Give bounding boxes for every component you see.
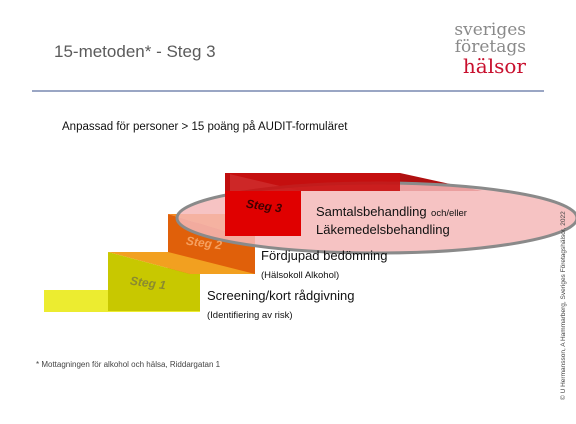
step-1-top xyxy=(108,252,255,274)
logo-line-2: företags xyxy=(454,37,526,57)
step-3-main-suffix: och/eller xyxy=(431,208,467,219)
step-2-main-text: Fördjupad bedömning xyxy=(261,248,388,263)
step-3-description: Samtalsbehandling och/eller Läkemedelsbe… xyxy=(316,203,467,239)
copyright-notice: © U Hermansson, A Hammarberg, Sveriges F… xyxy=(560,211,567,400)
step-3-top-over xyxy=(225,173,400,191)
step-2-description: Fördjupad bedömning (Hälsokoll Alkohol) xyxy=(261,247,387,283)
step-1-main-text: Screening/kort rådgivning xyxy=(207,288,355,303)
company-logo: sveriges företags hälsor xyxy=(446,22,526,84)
step-1-detail-text: (Identifiering av risk) xyxy=(207,310,293,321)
footnote: * Mottagningen för alkohol och hälsa, Ri… xyxy=(36,360,221,369)
step-3-main-text-2: Läkemedelsbehandling xyxy=(316,222,450,237)
step-1-description: Screening/kort rådgivning (Identifiering… xyxy=(207,287,354,323)
title-divider xyxy=(32,90,544,92)
logo-line-3: hälsor xyxy=(462,54,526,78)
step-2-detail-text: (Hälsokoll Alkohol) xyxy=(261,270,340,281)
step-1-base xyxy=(44,290,108,311)
step-3-main-text: Samtalsbehandling xyxy=(316,204,427,219)
logo-line-1: sveriges xyxy=(454,20,526,40)
step-3-front-over xyxy=(225,191,301,236)
slide-subtitle: Anpassad för personer > 15 poäng på AUDI… xyxy=(62,121,348,133)
slide-title: 15-metoden* - Steg 3 xyxy=(54,42,216,61)
step-1-front xyxy=(108,252,200,311)
